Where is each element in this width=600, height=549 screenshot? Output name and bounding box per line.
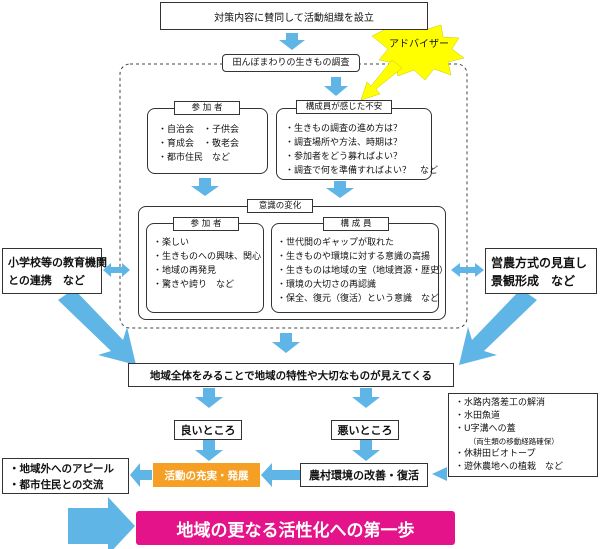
measures-item: ・U字溝への蓋 (455, 424, 516, 434)
participants-title: 参 加 者 (174, 101, 240, 115)
activity-box: 活動の充実・発展 (153, 463, 260, 487)
participants-box: ・自治会 ・子供会 ・育成会 ・敬老会 ・都市住民 など (147, 108, 268, 174)
measures-item: ・水路内落差工の解消 (455, 398, 546, 408)
activity-box-text: 活動の充実・発展 (164, 469, 249, 482)
measures-item: （両生類の移動経路確保） (465, 437, 559, 446)
appeal-item: ・地域外へのアピール (9, 463, 114, 475)
middle-box-text: 地域全体をみることで地域の特性や大切なものが見えてくる (149, 369, 433, 382)
arrow-worries-to-change (326, 181, 354, 198)
worries-item: ・生きもの調査の進め方は？ (285, 124, 403, 134)
arrow-good-to-activity (195, 440, 223, 461)
appeal-item: ・都市住民との交流 (9, 479, 104, 491)
change-members-item: ・保全、復元（復活）という意識 など (277, 294, 440, 304)
right-box-line: 景観形成 など (491, 274, 576, 288)
participants-item: ・育成会 ・敬老会 (158, 139, 240, 149)
worries-item: ・調査で何を準備すればよい？ など (285, 166, 439, 176)
good-box-text: 良いところ (180, 424, 236, 437)
worries-title: 構成員が感じた不安 (296, 100, 392, 114)
arrow-left-double (103, 263, 130, 277)
arrow-change-to-middle (272, 333, 300, 353)
left-box-line: 小学校等の教育機関 (8, 256, 107, 269)
bad-box: 悪いところ (331, 420, 399, 440)
worries-box: ・生きもの調査の進め方は？ ・調査場所や方法、時期は？ ・参加者をどう募ればよい… (276, 108, 439, 180)
rural-box-text: 農村環境の改善・復活 (309, 469, 419, 482)
change-members-title: 構 成 員 (323, 217, 389, 231)
arrow-survey-to-worries (324, 77, 348, 96)
arrow-participants-to-change (191, 178, 219, 196)
arrow-activity-to-appeal (130, 463, 152, 487)
arrow-measures-to-rural (432, 467, 447, 481)
rural-box: 農村環境の改善・復活 (300, 463, 428, 487)
change-participants-title: 参 加 者 (173, 217, 239, 231)
advisor-pointer-arrow (360, 59, 403, 101)
change-members-item: ・世代間のギャップが取れた (277, 238, 395, 248)
worries-item: ・参加者をどう募ればよい？ (285, 152, 403, 162)
good-box: 良いところ (174, 420, 242, 440)
arrow-to-final (68, 497, 135, 549)
participants-item: ・都市住民 など (158, 153, 231, 163)
survey-box: 田んぼまわりの生きもの調査 (222, 54, 360, 72)
measures-item: ・水田魚道 (455, 411, 501, 421)
change-members-item: ・生きものや環境に対する意識の高揚 (277, 252, 431, 262)
change-participants-item: ・驚きや誇り など (153, 280, 235, 290)
change-members-item: ・環境の大切さの再認識 (277, 280, 377, 290)
right-box: 営農方式の見直し 景観形成 など (485, 248, 597, 294)
top-box-text: 対策内容に賛同して活動組織を設立 (214, 12, 374, 24)
left-box: 小学校等の教育機関 との連携 など (2, 248, 107, 294)
survey-label: 田んぼまわりの生きもの調査 (232, 57, 350, 68)
arrow-right-to-middle (459, 289, 537, 365)
measures-item: ・休耕田ビオトープ (455, 449, 536, 459)
arrow-middle-to-good (195, 388, 223, 408)
change-title: 意識の変化 (247, 199, 313, 213)
arrow-right-double (451, 263, 484, 277)
change-participants-item: ・楽しい (153, 238, 190, 248)
change-participants-item: ・地域の再発見 (153, 266, 217, 276)
arrow-left-to-middle (58, 289, 136, 365)
right-box-line: 営農方式の見直し (491, 256, 588, 270)
arrow-rural-to-activity (261, 463, 300, 487)
middle-box: 地域全体をみることで地域の特性や大切なものが見えてくる (128, 363, 454, 387)
participants-item: ・自治会 ・子供会 (158, 125, 240, 135)
top-box: 対策内容に賛同して活動組織を設立 (160, 2, 428, 30)
arrow-top-to-survey (279, 33, 305, 50)
final-box-text: 地域の更なる活性化への第一歩 (176, 520, 415, 541)
arrow-middle-to-bad (352, 388, 380, 408)
worries-item: ・調査場所や方法、時期は？ (285, 138, 403, 148)
advisor-label: アドバイザー (389, 39, 449, 50)
measures-item: ・遊休農地への植栽 など (455, 462, 564, 472)
change-members-item: ・生きものは地域の宝（地域資源・歴史） (277, 266, 449, 276)
final-box: 地域の更なる活性化への第一歩 (136, 511, 455, 545)
change-members-box: ・世代間のギャップが取れた ・生きものや環境に対する意識の高揚 ・生きものは地域… (271, 223, 449, 313)
appeal-box: ・地域外へのアピール ・都市住民との交流 (2, 458, 129, 494)
arrow-bad-to-rural (352, 440, 380, 461)
left-box-line: との連携 など (8, 274, 85, 287)
measures-box: ・水路内落差工の解消 ・水田魚道 ・U字溝への蓋 （両生類の移動経路確保） ・休… (448, 393, 598, 477)
bad-box-text: 悪いところ (337, 424, 393, 437)
change-participants-box: ・楽しい ・生きものへの興味、関心 ・地域の再発見 ・驚きや誇り など (146, 223, 264, 313)
change-participants-item: ・生きものへの興味、関心 (153, 252, 262, 262)
